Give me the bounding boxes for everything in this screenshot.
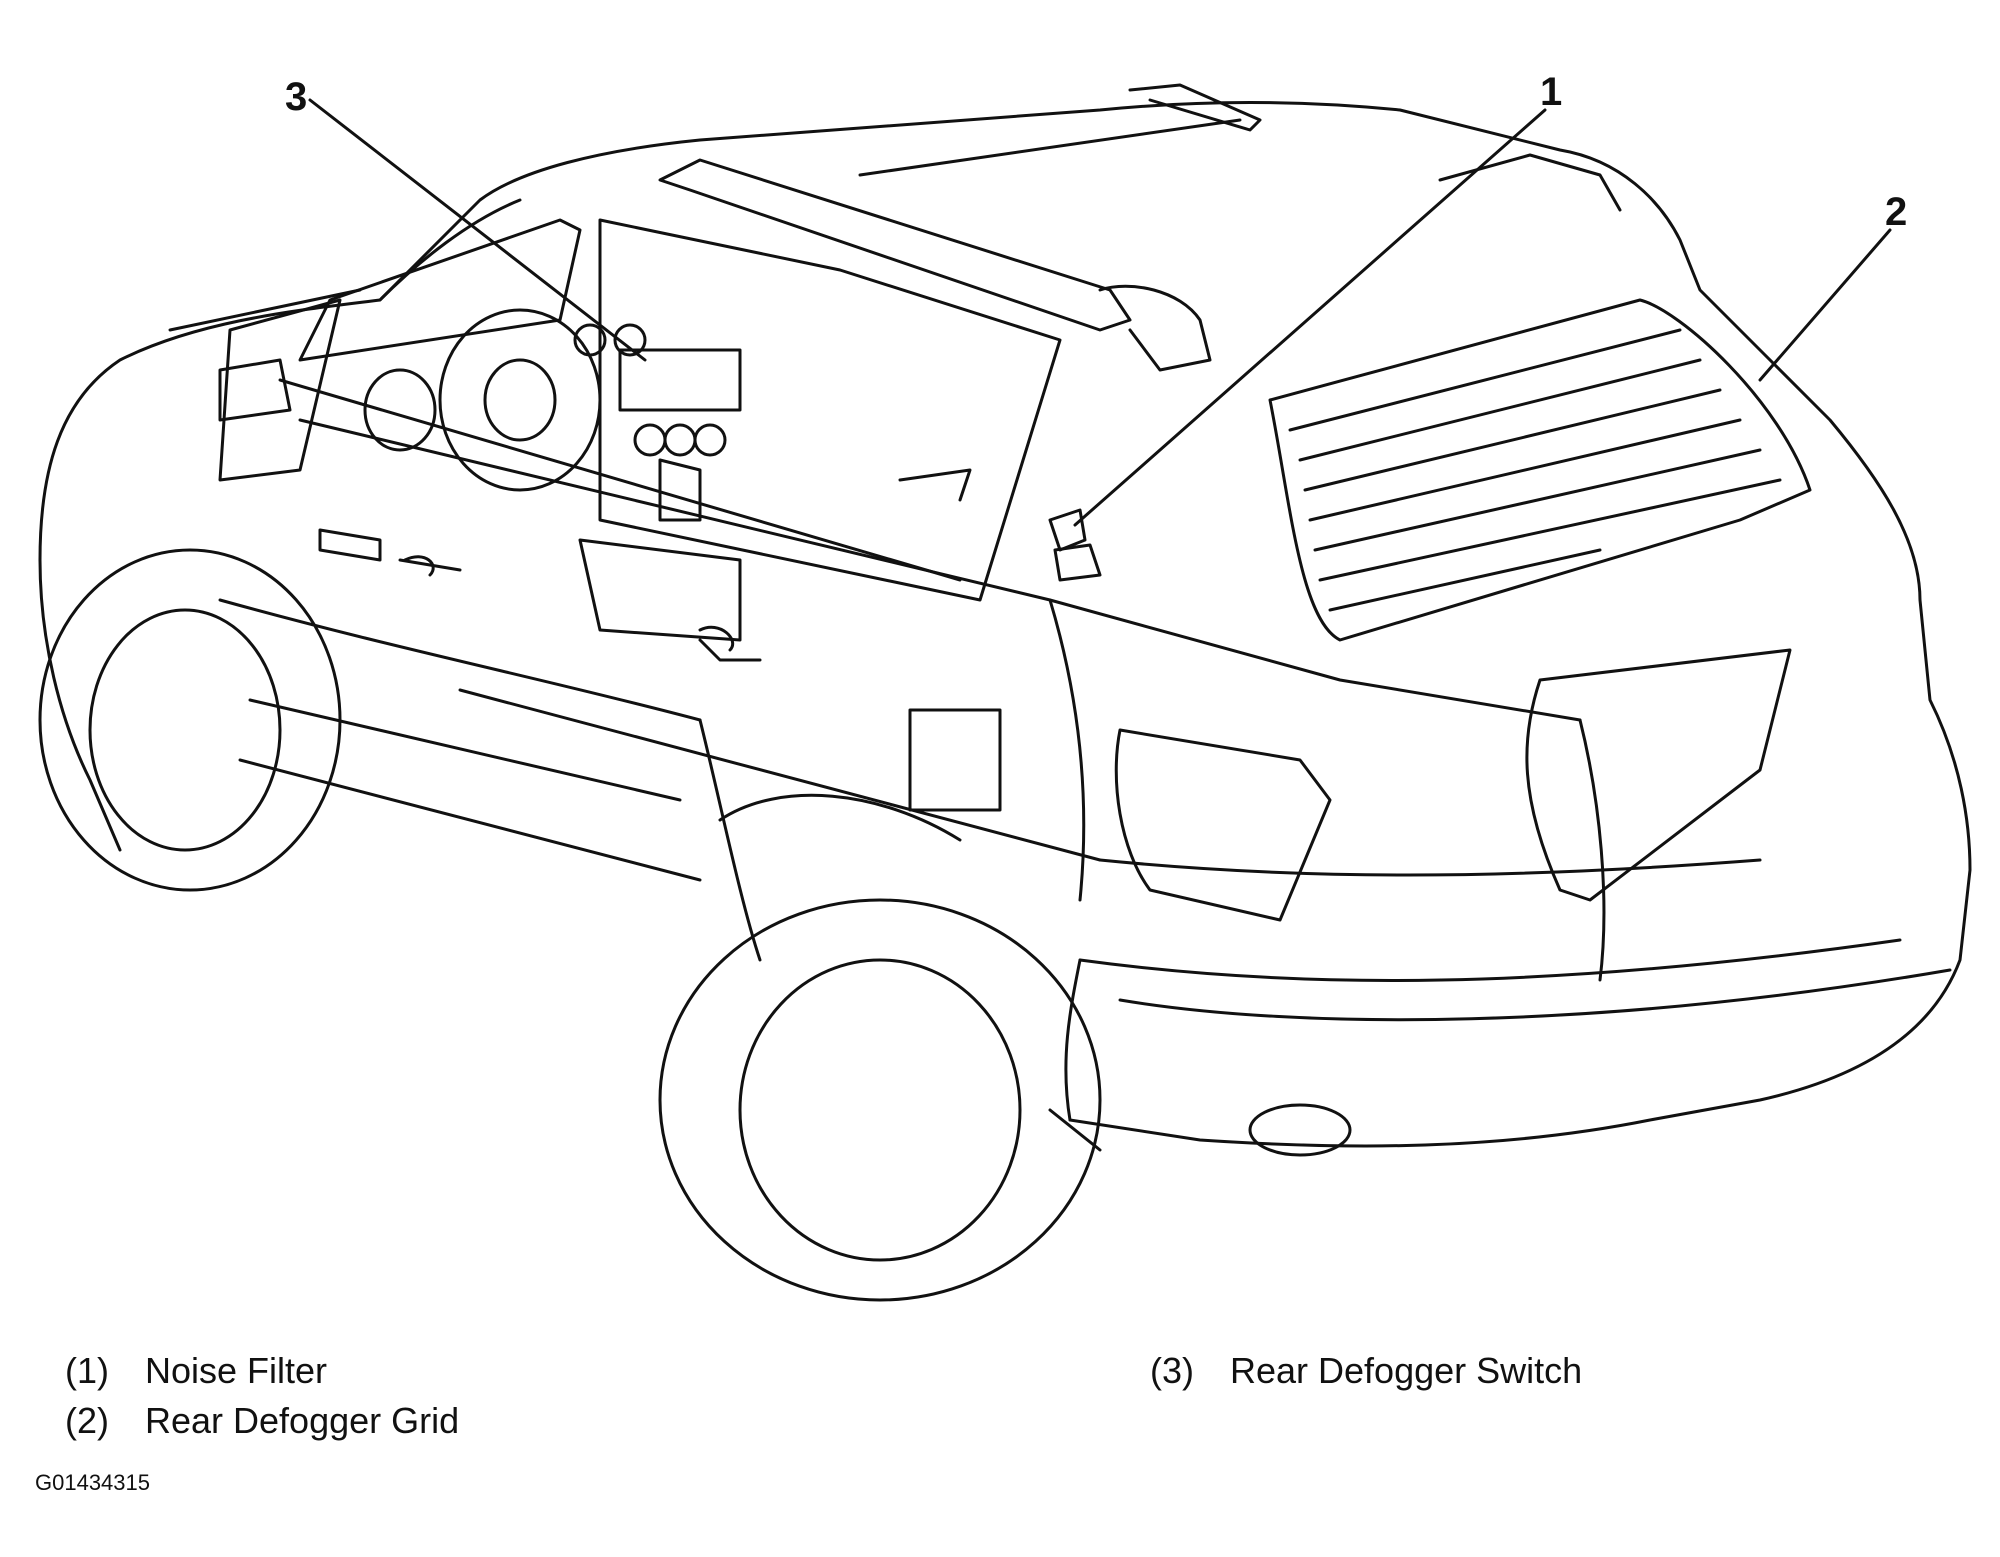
- callout-1: 1: [1540, 70, 1562, 114]
- vehicle-body: [38, 101, 1972, 1148]
- legend-number: (1): [65, 1350, 109, 1391]
- door-parts: [218, 358, 1002, 812]
- rear-wheel: [658, 793, 1102, 1302]
- figure-id: G01434315: [35, 1470, 150, 1495]
- leader-line-1: [1073, 108, 1547, 527]
- interior: [318, 308, 972, 662]
- rear-window-defogger-grid: [1268, 298, 1812, 642]
- legend-label: Rear Defogger Switch: [1230, 1350, 1583, 1391]
- leader-line-2: [1758, 228, 1892, 382]
- roof-rails: [658, 83, 1622, 372]
- callout-3: 3: [285, 75, 307, 119]
- legend-number: (2): [65, 1400, 109, 1441]
- windows: [218, 218, 1062, 602]
- front-wheel: [38, 548, 342, 892]
- rear-lights: [1048, 648, 1792, 1157]
- leader-line-3: [308, 98, 647, 362]
- legend-item-2: (2) Rear Defogger Grid: [65, 1400, 459, 1442]
- legend-label: Rear Defogger Grid: [145, 1400, 460, 1441]
- vehicle-diagram: 3 1 2: [38, 70, 1972, 1302]
- callout-leaders: [308, 98, 1892, 527]
- callout-2: 2: [1885, 190, 1907, 234]
- legend-item-3: (3) Rear Defogger Switch: [1150, 1350, 1582, 1392]
- legend-item-1: (1) Noise Filter: [65, 1350, 327, 1392]
- noise-filter: [1048, 508, 1102, 582]
- legend-label: Noise Filter: [145, 1350, 328, 1391]
- legend-number: (3): [1150, 1350, 1194, 1391]
